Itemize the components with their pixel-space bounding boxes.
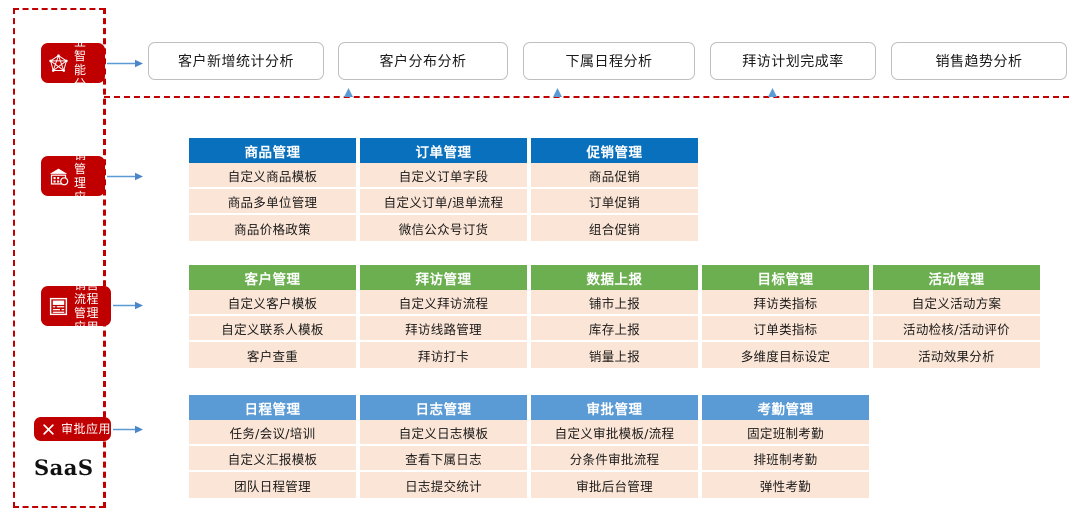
top-row-box-label: 客户新增统计分析 (178, 54, 294, 70)
module-card-row[interactable]: 活动效果分析 (873, 342, 1040, 368)
module-card-row[interactable]: 自定义拜访流程 (360, 290, 527, 316)
vertical-divider-dashed (104, 8, 106, 508)
sale-document-icon (49, 297, 68, 315)
module-card-title[interactable]: 审批管理 (531, 395, 698, 420)
arrow-right-icon (113, 425, 143, 434)
module-card-row[interactable]: 自定义日志模板 (360, 420, 527, 446)
module-card-title[interactable]: 数据上报 (531, 265, 698, 290)
module-card-row[interactable]: 组合促销 (531, 215, 698, 241)
module-card-row[interactable]: 销量上报 (531, 342, 698, 368)
module-card-row[interactable]: 弹性考勤 (702, 472, 869, 498)
module-card-row[interactable]: 自定义商品模板 (189, 163, 356, 189)
module-card-row[interactable]: 活动检核/活动评价 (873, 316, 1040, 342)
module-card-row[interactable]: 铺市上报 (531, 290, 698, 316)
arrow-right-icon (107, 172, 143, 181)
top-row-box-label: 下属日程分析 (565, 54, 653, 70)
up-arrow-icon (344, 88, 353, 97)
sidebar-item-label: 审批应用 (61, 422, 112, 436)
arrow-right-icon (107, 59, 143, 68)
module-card: 日程管理任务/会议/培训自定义汇报模板团队日程管理 (189, 395, 356, 498)
module-card: 订单管理自定义订单字段自定义订单/退单流程微信公众号订货 (360, 138, 527, 241)
horizontal-divider-dashed (104, 96, 1069, 98)
module-card-row[interactable]: 团队日程管理 (189, 472, 356, 498)
up-arrow-icon (553, 88, 562, 97)
module-card-title[interactable]: 客户管理 (189, 265, 356, 290)
arrow-right-icon (113, 301, 143, 310)
module-card-title[interactable]: 日志管理 (360, 395, 527, 420)
module-card-row[interactable]: 自定义订单字段 (360, 163, 527, 189)
module-card-row[interactable]: 分条件审批流程 (531, 446, 698, 472)
top-row-box[interactable]: 客户分布分析 (338, 42, 508, 80)
sidebar-item-apr[interactable]: 审批应用 (34, 417, 111, 441)
module-card-row[interactable]: 自定义联系人模板 (189, 316, 356, 342)
module-card-title[interactable]: 订单管理 (360, 138, 527, 163)
top-row-box[interactable]: 拜访计划完成率 (710, 42, 876, 80)
sidebar-item-label: 商业智 能分析 (74, 21, 87, 105)
module-card-row[interactable]: 订单类指标 (702, 316, 869, 342)
platform-label: SaaS (34, 455, 94, 480)
module-card-row[interactable]: 固定班制考勤 (702, 420, 869, 446)
sidebar-item-label: 动销管 理应用 (74, 134, 87, 218)
module-card: 活动管理自定义活动方案活动检核/活动评价活动效果分析 (873, 265, 1040, 368)
sidebar-item-bi[interactable]: 商业智 能分析 (41, 21, 105, 105)
module-card-row[interactable]: 自定义订单/退单流程 (360, 189, 527, 215)
up-arrow-icon (768, 88, 777, 97)
module-card: 促销管理商品促销订单促销组合促销 (531, 138, 698, 241)
module-card: 拜访管理自定义拜访流程拜访线路管理拜访打卡 (360, 265, 527, 368)
check-cross-icon (43, 423, 54, 435)
top-row-box[interactable]: 下属日程分析 (523, 42, 695, 80)
module-card-row[interactable]: 拜访类指标 (702, 290, 869, 316)
module-card: 商品管理自定义商品模板商品多单位管理商品价格政策 (189, 138, 356, 241)
module-card-row[interactable]: 自定义审批模板/流程 (531, 420, 698, 446)
module-card-row[interactable]: 自定义汇报模板 (189, 446, 356, 472)
top-row-box-label: 拜访计划完成率 (742, 54, 844, 70)
store-house-icon (49, 168, 69, 185)
module-card-row[interactable]: 多维度目标设定 (702, 342, 869, 368)
module-card-row[interactable]: 自定义客户模板 (189, 290, 356, 316)
sidebar-item-sale[interactable]: 销售流程 管理应用 (41, 278, 111, 334)
module-card: 数据上报铺市上报库存上报销量上报 (531, 265, 698, 368)
module-card-title[interactable]: 日程管理 (189, 395, 356, 420)
module-card-row[interactable]: 拜访打卡 (360, 342, 527, 368)
module-card-row[interactable]: 任务/会议/培训 (189, 420, 356, 446)
module-card-row[interactable]: 商品促销 (531, 163, 698, 189)
module-card-title[interactable]: 拜访管理 (360, 265, 527, 290)
module-card-title[interactable]: 活动管理 (873, 265, 1040, 290)
module-card: 考勤管理固定班制考勤排班制考勤弹性考勤 (702, 395, 869, 498)
module-card-title[interactable]: 商品管理 (189, 138, 356, 163)
module-card-row[interactable]: 审批后台管理 (531, 472, 698, 498)
module-card: 日志管理自定义日志模板查看下属日志日志提交统计 (360, 395, 527, 498)
module-card-row[interactable]: 商品多单位管理 (189, 189, 356, 215)
top-row-box[interactable]: 销售趋势分析 (891, 42, 1067, 80)
top-row-box-label: 客户分布分析 (379, 54, 467, 70)
module-card: 审批管理自定义审批模板/流程分条件审批流程审批后台管理 (531, 395, 698, 498)
module-card-row[interactable]: 查看下属日志 (360, 446, 527, 472)
module-card-title[interactable]: 促销管理 (531, 138, 698, 163)
module-card: 客户管理自定义客户模板自定义联系人模板客户查重 (189, 265, 356, 368)
module-card-row[interactable]: 日志提交统计 (360, 472, 527, 498)
module-card-row[interactable]: 拜访线路管理 (360, 316, 527, 342)
module-card-row[interactable]: 微信公众号订货 (360, 215, 527, 241)
module-card-row[interactable]: 客户查重 (189, 342, 356, 368)
module-card-row[interactable]: 商品价格政策 (189, 215, 356, 241)
sidebar-item-label: 销售流程 管理应用 (74, 278, 100, 334)
module-card-row[interactable]: 自定义活动方案 (873, 290, 1040, 316)
sidebar-item-dx[interactable]: 动销管 理应用 (41, 134, 105, 218)
module-card-row[interactable]: 库存上报 (531, 316, 698, 342)
module-card: 目标管理拜访类指标订单类指标多维度目标设定 (702, 265, 869, 368)
module-card-row[interactable]: 排班制考勤 (702, 446, 869, 472)
network-graph-icon (49, 53, 68, 72)
module-card-title[interactable]: 目标管理 (702, 265, 869, 290)
top-row-box[interactable]: 客户新增统计分析 (148, 42, 324, 80)
top-row-box-label: 销售趋势分析 (935, 54, 1023, 70)
module-card-title[interactable]: 考勤管理 (702, 395, 869, 420)
module-card-row[interactable]: 订单促销 (531, 189, 698, 215)
